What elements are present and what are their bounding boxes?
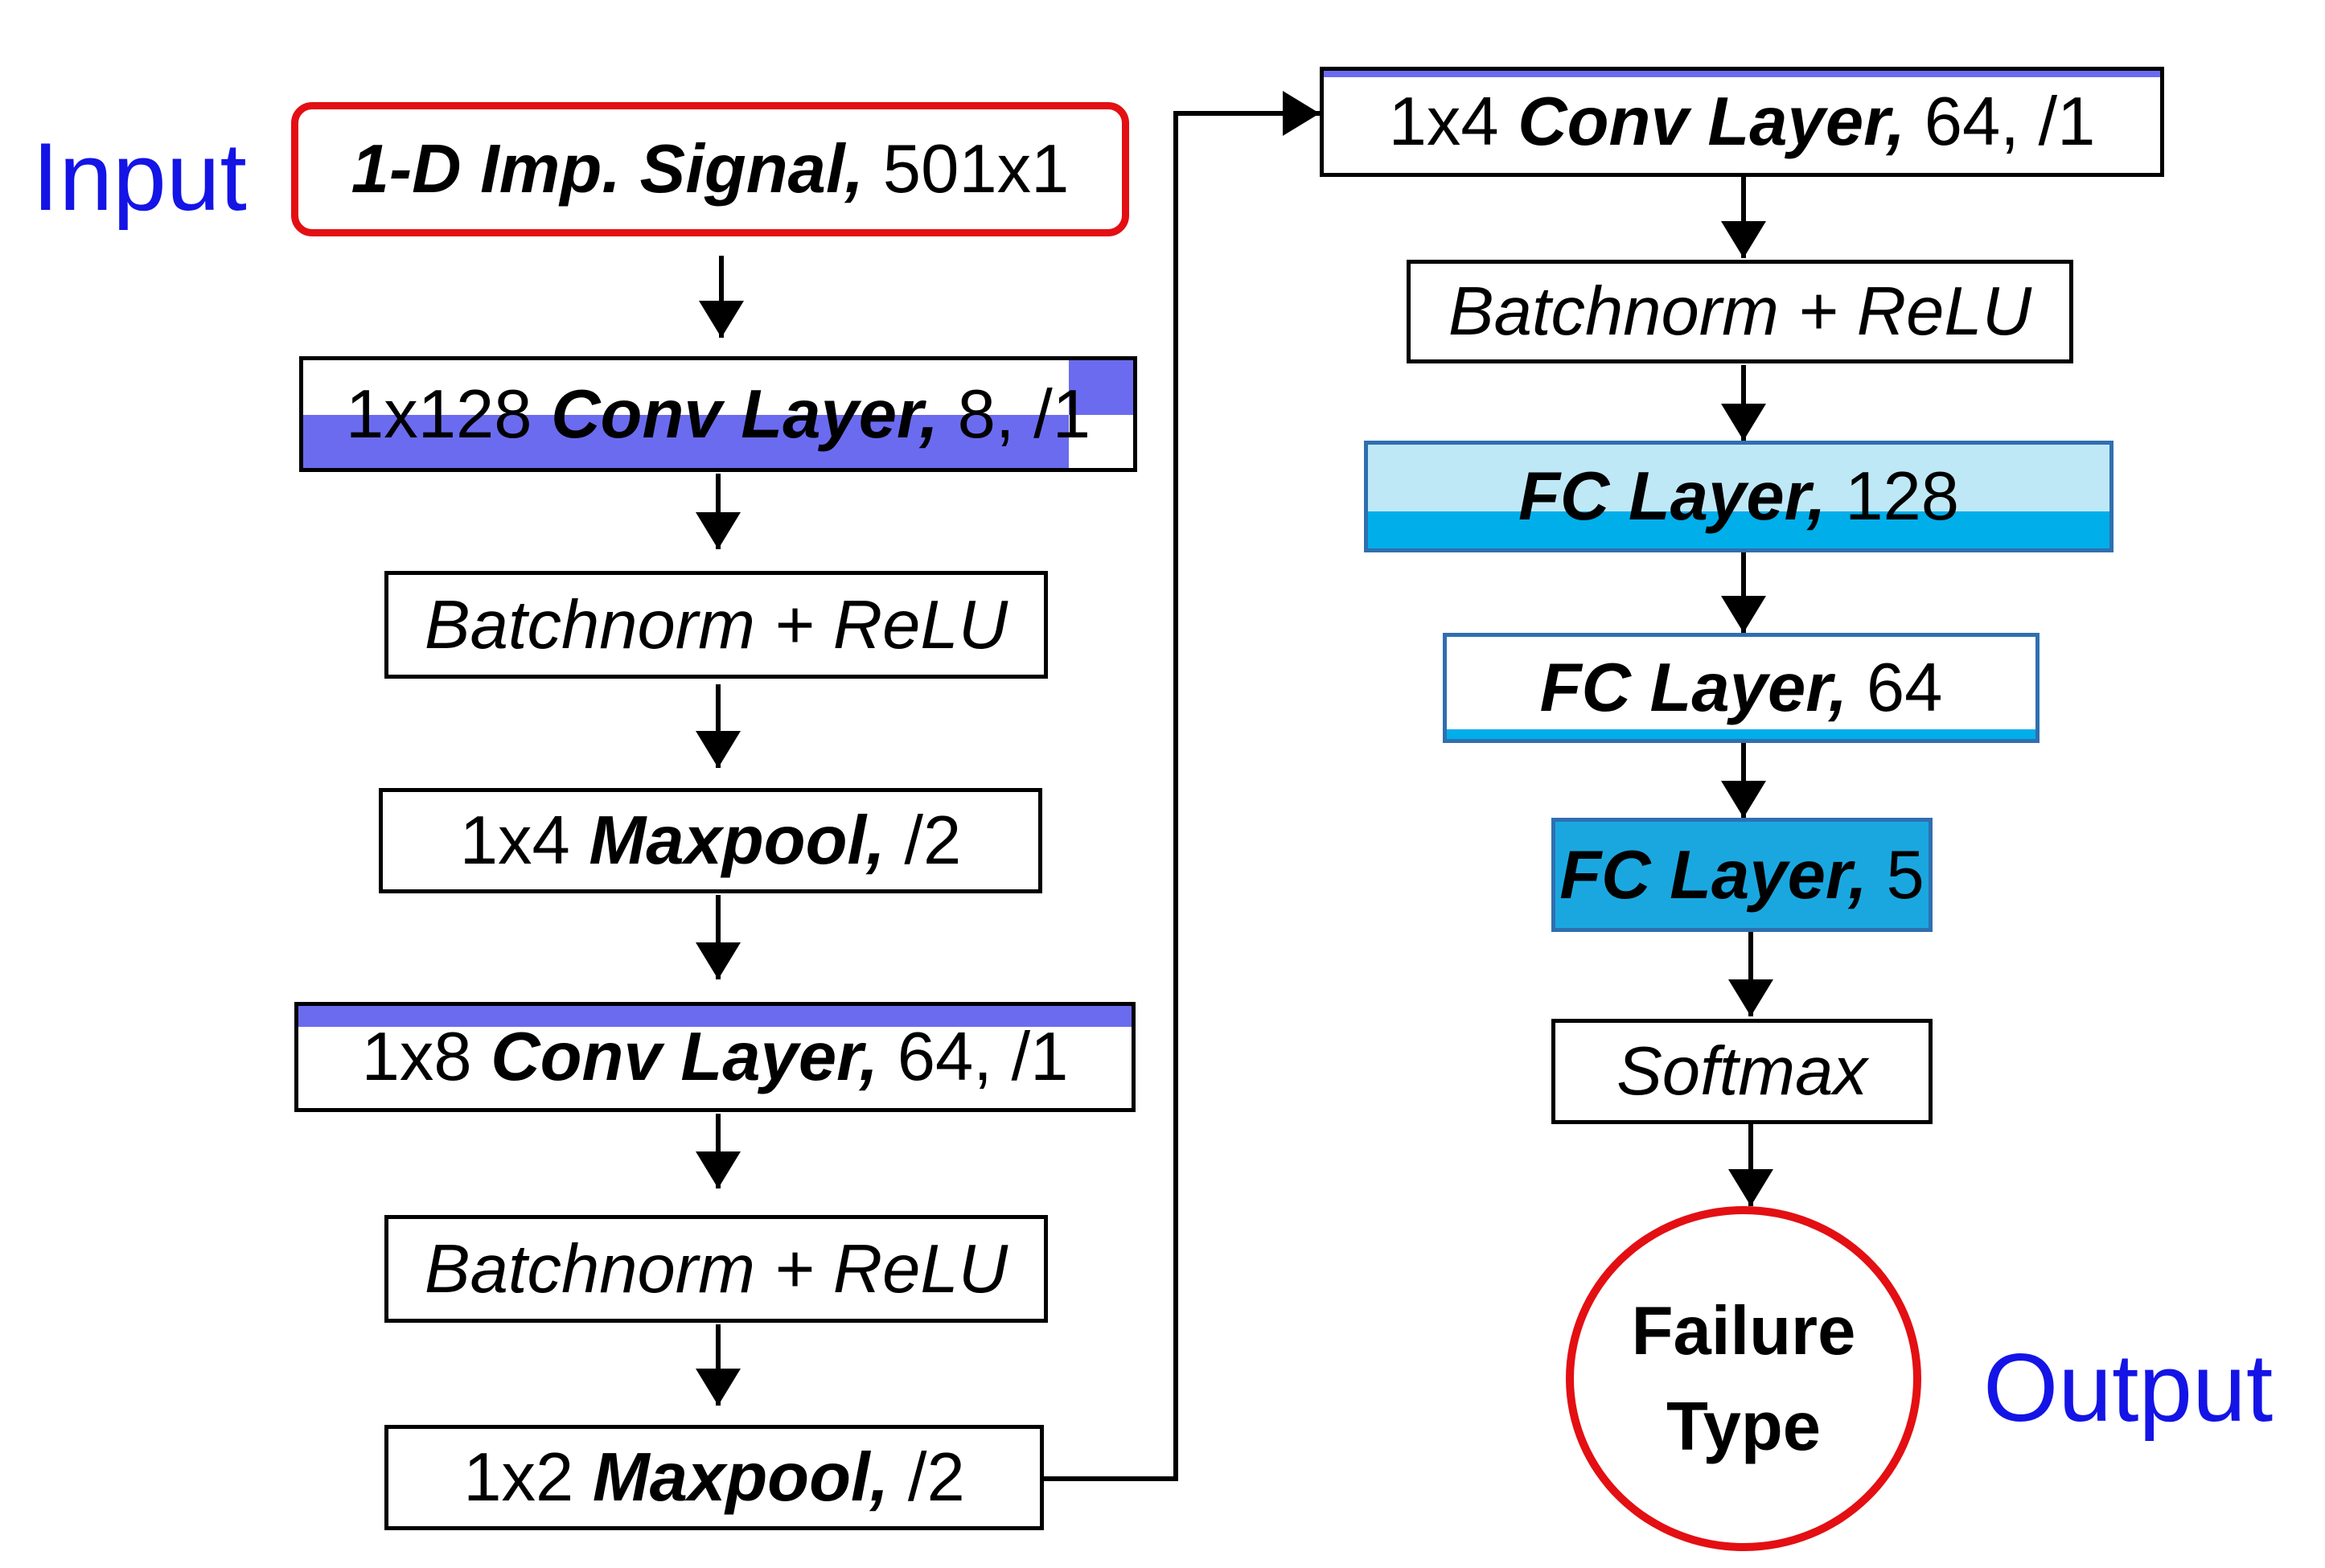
fc64-units: 64 bbox=[1847, 650, 1943, 726]
conv-layer-1x4: 1x4 Conv Layer, 64, /1 bbox=[1320, 67, 2164, 177]
conv-layer-1x128-fill-corner bbox=[1069, 360, 1133, 415]
fc128-title: FC Layer, bbox=[1518, 458, 1826, 535]
maxpool-1x4: 1x4 Maxpool, /2 bbox=[379, 788, 1042, 893]
input-label: Input bbox=[32, 123, 247, 231]
fc-layer-64-fill bbox=[1447, 729, 2035, 739]
batchnorm-relu-2: Batchnorm + ReLU bbox=[384, 1215, 1048, 1323]
pool1-title: Maxpool, bbox=[589, 802, 885, 879]
conv2-params: 64, /1 bbox=[878, 1019, 1069, 1095]
batchnorm-relu-1: Batchnorm + ReLU bbox=[384, 571, 1048, 679]
input-signal-size: 501x1 bbox=[864, 131, 1070, 207]
conv3-params: 64, /1 bbox=[1905, 84, 2096, 160]
fc128-units: 128 bbox=[1826, 458, 1960, 535]
conv-layer-1x4-fill bbox=[1324, 71, 2160, 77]
conv-layer-1x8: 1x8 Conv Layer, 64, /1 bbox=[294, 1002, 1136, 1112]
fc-layer-128: FC Layer, 128 bbox=[1364, 441, 2113, 552]
output-label: Output bbox=[1983, 1334, 2274, 1442]
conv1-title: Conv Layer, bbox=[551, 376, 939, 453]
conv3-kernel: 1x4 bbox=[1388, 84, 1518, 160]
pool1-kernel: 1x4 bbox=[459, 802, 589, 879]
fc5-units: 5 bbox=[1867, 836, 1924, 913]
fc-layer-128-fill bbox=[1368, 511, 2109, 548]
conv-layer-1x8-fill bbox=[298, 1006, 1132, 1027]
fc-layer-64: FC Layer, 64 bbox=[1443, 633, 2040, 743]
input-signal-title: 1-D Imp. Signal, bbox=[351, 131, 865, 207]
output-line-2: Type bbox=[1666, 1388, 1822, 1465]
softmax-node: Softmax bbox=[1551, 1019, 1933, 1124]
batchnorm-relu-3: Batchnorm + ReLU bbox=[1407, 260, 2073, 363]
batchnorm-relu-2-label: Batchnorm + ReLU bbox=[424, 1230, 1008, 1307]
fc-layer-5: FC Layer, 5 bbox=[1551, 818, 1933, 932]
conv-layer-1x128: 1x128 Conv Layer, 8, /1 bbox=[299, 356, 1137, 472]
maxpool-1x2: 1x2 Maxpool, /2 bbox=[384, 1425, 1044, 1530]
conv2-kernel: 1x8 bbox=[361, 1019, 491, 1095]
fc5-title: FC Layer, bbox=[1559, 836, 1867, 913]
arrow-pool2-to-conv3 bbox=[1043, 91, 1320, 1481]
fc64-title: FC Layer, bbox=[1539, 650, 1848, 726]
pool1-params: /2 bbox=[885, 802, 962, 879]
failure-type-output-node: Failure Type bbox=[1566, 1206, 1921, 1551]
softmax-label: Softmax bbox=[1616, 1033, 1867, 1110]
conv-layer-1x128-fill bbox=[303, 415, 1069, 468]
input-signal-node: 1-D Imp. Signal, 501x1 bbox=[291, 102, 1129, 236]
pool2-params: /2 bbox=[889, 1439, 965, 1516]
conv1-kernel: 1x128 bbox=[345, 376, 552, 453]
conv2-title: Conv Layer, bbox=[491, 1019, 879, 1095]
pool2-kernel: 1x2 bbox=[463, 1439, 593, 1516]
conv3-title: Conv Layer, bbox=[1518, 84, 1906, 160]
conv1-params: 8, /1 bbox=[939, 376, 1091, 453]
batchnorm-relu-3-label: Batchnorm + ReLU bbox=[1448, 273, 2032, 350]
pool2-title: Maxpool, bbox=[592, 1439, 889, 1516]
output-line-1: Failure bbox=[1631, 1292, 1856, 1369]
batchnorm-relu-1-label: Batchnorm + ReLU bbox=[424, 586, 1008, 663]
